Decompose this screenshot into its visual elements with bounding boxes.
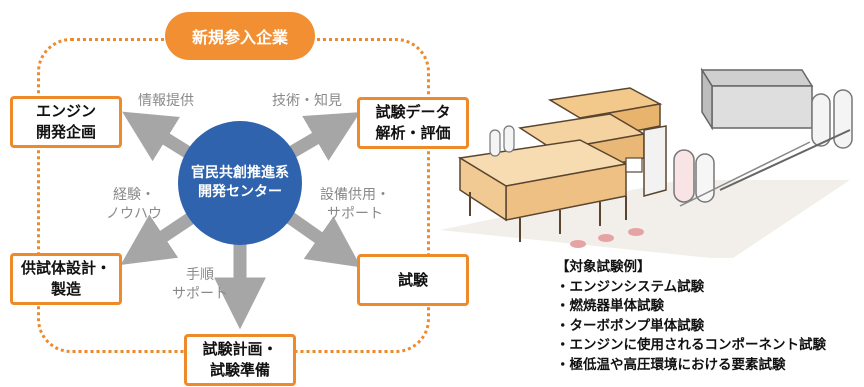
label-tech-knowledge: 技術・知見	[272, 93, 342, 109]
node-data-analysis: 試験データ 解析・評価	[357, 97, 469, 149]
test-example-item: ・エンジンシステム試験	[556, 278, 705, 295]
label-procedure-support: 手順 サポート	[172, 266, 228, 304]
test-example-item: ・エンジンに使用されるコンポーネント試験	[556, 337, 826, 353]
node-data-analysis-line-1: 試験データ	[375, 103, 451, 121]
distant-building	[700, 67, 814, 131]
label-facility-support-line-1: 設備供用・	[320, 187, 390, 203]
test-examples-panel: 【対象試験例】 ・エンジンシステム試験 ・燃焼器単体試験 ・ターボポンプ単体試験…	[556, 258, 862, 384]
label-procedure-support-line-2: サポート	[172, 286, 228, 302]
node-engine-planning: エンジン 開発企画	[10, 96, 122, 148]
node-specimen-design: 供試体設計・ 製造	[10, 253, 122, 305]
node-test-planning-line-2: 試験準備	[209, 361, 270, 379]
node-specimen-design-line-2: 製造	[50, 280, 81, 298]
new-entrants-pill: 新規参入企業	[165, 12, 315, 60]
node-data-analysis-line-2: 解析・評価	[375, 124, 451, 142]
label-facility-support: 設備供用・ サポート	[320, 186, 390, 224]
center-line-1: 官民共創推進系	[191, 165, 289, 181]
node-test-planning: 試験計画・ 試験準備	[184, 334, 296, 386]
main-building	[457, 87, 667, 242]
label-experience-line-2: ノウハウ	[106, 206, 162, 222]
node-testing: 試験	[357, 254, 469, 306]
node-engine-planning-line-2: 開発企画	[35, 123, 96, 141]
node-testing-label: 試験	[397, 270, 428, 289]
label-experience: 経験・ ノウハウ	[106, 186, 162, 224]
node-test-planning-line-1: 試験計画・	[202, 340, 278, 358]
test-examples-heading: 【対象試験例】	[556, 259, 651, 275]
center-circle: 官民共創推進系 開発センター	[178, 121, 302, 245]
label-facility-support-line-2: サポート	[327, 206, 383, 222]
test-facility-illustration	[440, 67, 853, 260]
label-experience-line-1: 経験・	[113, 187, 155, 203]
test-example-item: ・ターボポンプ単体試験	[556, 317, 705, 334]
arrow-to-testing	[278, 206, 362, 268]
new-entrants-label: 新規参入企業	[191, 28, 288, 47]
test-example-item: ・極低温や高圧環境における要素試験	[556, 356, 786, 373]
label-info-provision: 情報提供	[138, 93, 194, 109]
test-example-item: ・燃焼器単体試験	[556, 298, 664, 314]
node-engine-planning-line-1: エンジン	[35, 102, 96, 120]
tanks-right	[673, 89, 853, 203]
label-procedure-support-line-1: 手順	[186, 267, 214, 283]
node-specimen-design-line-1: 供試体設計・	[20, 259, 111, 277]
center-line-2: 開発センター	[198, 184, 282, 200]
